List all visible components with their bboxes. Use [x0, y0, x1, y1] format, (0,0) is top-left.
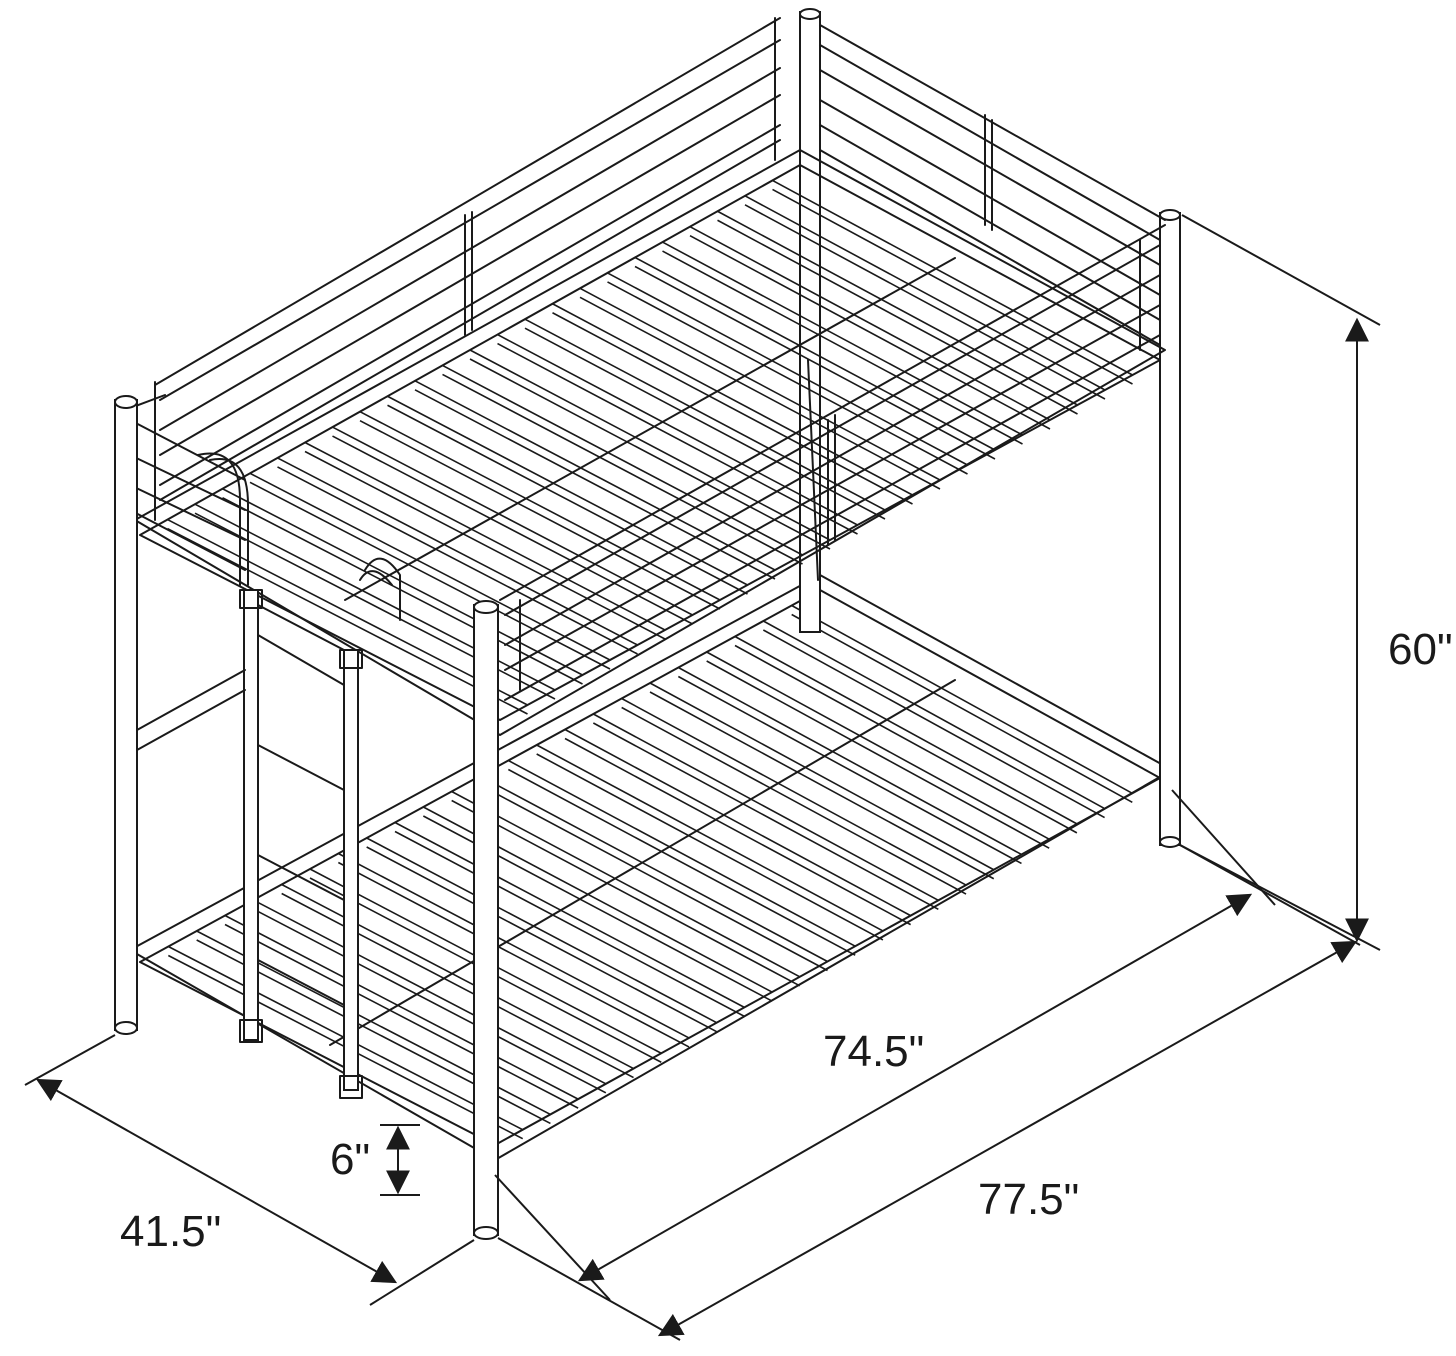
bed-slat: [634, 265, 996, 460]
bed-slat: [224, 923, 579, 1109]
bed-slat: [649, 682, 995, 871]
ladder-left-rail: [243, 589, 259, 1041]
bed-slat: [249, 472, 611, 661]
bed-slat: [791, 613, 1133, 803]
bed-slat: [677, 675, 1022, 865]
upper-bunk-frame: [134, 149, 1166, 736]
bed-slat: [592, 713, 939, 902]
bed-slat: [762, 629, 1105, 819]
bed-slat: [744, 204, 1106, 400]
bed-slat: [442, 364, 803, 556]
front-left-post: [114, 399, 138, 1031]
bed-slat: [359, 410, 721, 601]
bed-slat: [224, 914, 579, 1100]
upper-front-end-guardrail: [124, 381, 246, 571]
bed-slat: [414, 380, 776, 571]
upper-back-guardrail: [154, 17, 781, 501]
bed-slat: [579, 287, 941, 481]
bed-slat: [564, 728, 912, 917]
bed-slat: [252, 908, 607, 1094]
bed-slat: [689, 225, 1051, 421]
ladder-right-rail: [343, 649, 359, 1091]
bed-slat: [442, 373, 803, 565]
bed-slat: [717, 219, 1078, 415]
bed-slat: [387, 395, 748, 586]
bed-slat: [277, 457, 638, 646]
bed-slat: [772, 179, 1133, 376]
bed-slat: [607, 281, 968, 475]
upper-center-support: [344, 257, 956, 601]
height-label: 60": [1388, 625, 1453, 674]
bed-slat: [649, 691, 995, 880]
bed-slat: [607, 272, 968, 466]
lower-bunk-frame: [129, 574, 1173, 1176]
bed-slat: [734, 644, 1078, 834]
bed-slat: [717, 210, 1078, 406]
bed-slat: [249, 481, 611, 670]
dimension-lines: [24, 214, 1381, 1341]
bed-slat: [744, 195, 1106, 391]
bed-slat: [469, 349, 831, 541]
bed-slat: [304, 450, 666, 640]
bed-slat: [677, 666, 1022, 856]
overall-length-dimension-line: [657, 940, 1358, 1337]
bed-slat: [497, 333, 858, 526]
bed-slat: [167, 518, 528, 706]
bed-slat: [564, 737, 912, 926]
bed-slat: [706, 651, 1050, 840]
width-dimension-line: [35, 1078, 398, 1284]
bed-slat: [497, 342, 858, 535]
overall-length-label: 77.5": [978, 1175, 1080, 1224]
bed-slat: [621, 706, 967, 895]
bed-slat: [689, 234, 1051, 430]
bed-slat: [469, 358, 831, 550]
bed-slat: [304, 441, 666, 631]
bed-slat: [332, 435, 693, 625]
clearance-label: 6": [330, 1135, 371, 1184]
bed-slat: [579, 296, 941, 490]
bed-slat: [167, 527, 528, 715]
bed-slat: [791, 604, 1133, 794]
bed-slat: [621, 697, 967, 886]
bed-slat: [281, 892, 634, 1079]
upper-front-guardrail: [499, 224, 1166, 701]
bed-slat: [332, 426, 693, 616]
rear-posts: [799, 8, 1181, 848]
upper-rear-end-guardrail: [819, 24, 1166, 346]
bed-slat: [762, 620, 1105, 810]
width-label: 41.5": [120, 1207, 222, 1256]
rear-right-post: [1159, 212, 1181, 846]
bed-slat: [277, 466, 638, 655]
bed-slat: [359, 419, 721, 610]
inner-length-label: 74.5": [823, 1027, 925, 1076]
bed-slat: [222, 497, 583, 685]
bed-slat: [387, 404, 748, 595]
bed-slat: [706, 660, 1050, 849]
upper-bunk-slats: [167, 179, 1133, 715]
bed-slat: [222, 488, 583, 676]
bed-slat: [524, 327, 886, 520]
bed-slat: [524, 318, 886, 511]
bed-slat: [281, 883, 634, 1070]
bed-slat: [552, 312, 913, 505]
bed-slat: [634, 256, 996, 451]
front-right-post: [473, 604, 499, 1236]
bed-slat: [662, 250, 1023, 445]
bed-slat: [592, 722, 939, 911]
bed-slat: [252, 899, 607, 1085]
bed-slat: [552, 303, 913, 496]
front-posts: [114, 395, 499, 1240]
bed-slat: [662, 241, 1023, 436]
bed-slat: [772, 188, 1133, 385]
bed-slat: [734, 635, 1078, 825]
bed-slat: [414, 389, 776, 580]
lower-center-support: [329, 679, 956, 1046]
